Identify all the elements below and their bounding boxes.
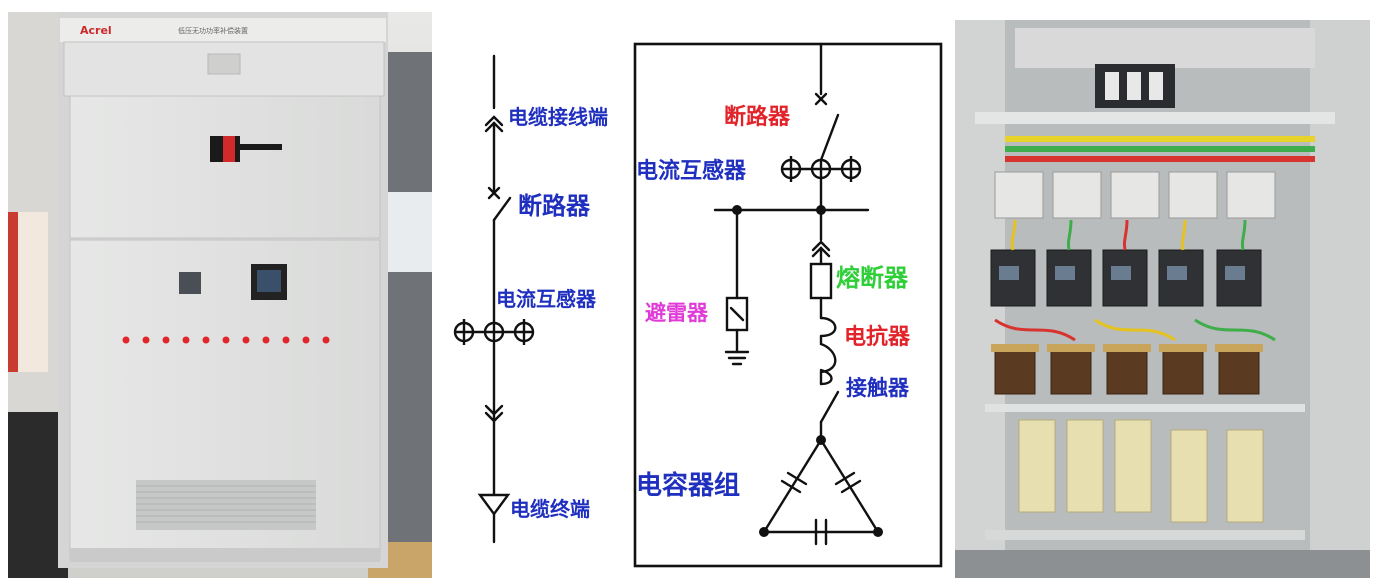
- ct-label-left: 电流互感器: [496, 287, 597, 311]
- cable-terminal-label: 电缆接线端: [508, 105, 608, 129]
- ct-label-right: 电流互感器: [636, 158, 747, 184]
- reactor-label: 电抗器: [844, 324, 911, 350]
- current-transformer-right-symbol: [780, 156, 862, 182]
- cable-end-label: 电缆终端: [510, 497, 590, 521]
- cabinet-illustration: Acrel 低压无功功率补偿装置: [8, 12, 432, 578]
- current-transformer-left-symbol: [453, 319, 535, 345]
- capacitor-bank-label: 电容器组: [636, 470, 740, 501]
- meter-display: [179, 272, 201, 294]
- arrester-label: 避雷器: [645, 301, 709, 325]
- breaker-label-left: 断路器: [518, 192, 591, 220]
- wiring-schematic: 电缆接线端 断路器 电流互感器 电缆终端 断路器 电流互感器 避雷器 熔断器 电…: [453, 42, 943, 568]
- rotary-handle: [210, 136, 282, 162]
- brand-logo-text: Acrel: [80, 24, 112, 37]
- indicator-lights: [122, 336, 330, 344]
- contactor-label: 接触器: [846, 376, 910, 400]
- nameplate-text: 低压无功功率补偿装置: [178, 26, 248, 35]
- cabinet-photo: Acrel 低压无功功率补偿装置: [8, 12, 432, 578]
- breaker-label-right: 断路器: [724, 104, 791, 130]
- interior-illustration: [955, 20, 1370, 578]
- schematic-diagram: 电缆接线端 断路器 电流互感器 电缆终端 断路器 电流互感器 避雷器 熔断器 电…: [440, 12, 950, 578]
- cabinet-interior-photo: [955, 20, 1370, 578]
- fuse-label: 熔断器: [836, 264, 909, 292]
